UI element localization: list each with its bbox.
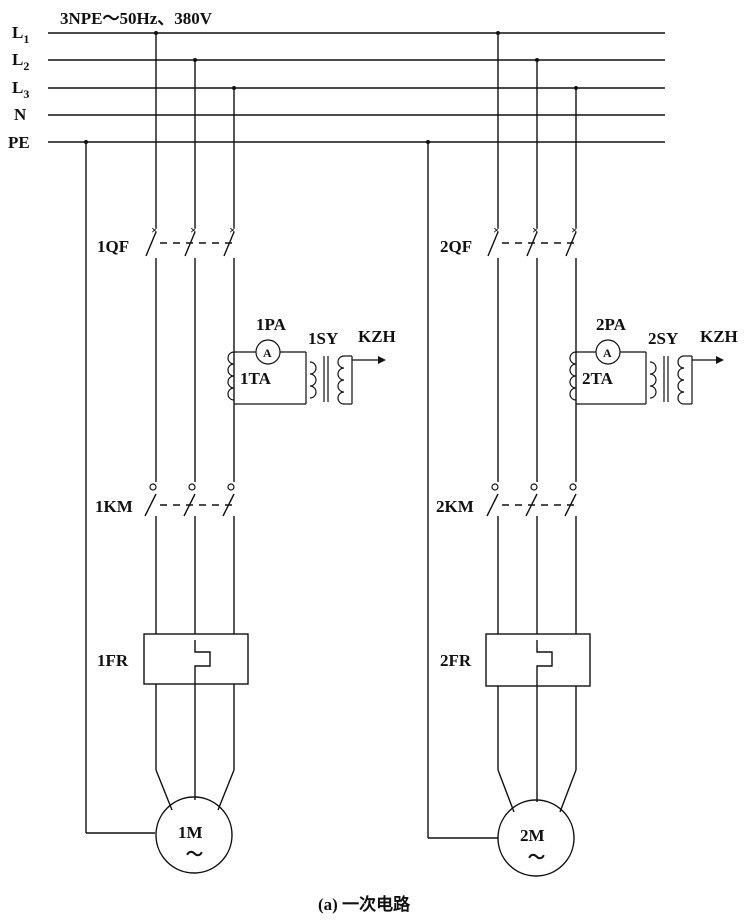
ammeter-label: 2PA [596,315,627,334]
contactor-label: 1KM [95,497,133,516]
thermal-relay-label: 2FR [440,651,472,670]
breaker-label: 1QF [97,237,129,256]
breaker-1qf: × × × 1QF [97,223,236,257]
figure-caption: (a) 一次电路 [318,894,411,914]
thermal-relay-label: 1FR [97,651,129,670]
ct-label: 1TA [240,369,272,388]
signal-coil-primary [649,361,657,399]
svg-text:A: A [603,346,612,360]
contactor-1km: 1KM [95,483,235,517]
svg-text:×: × [151,223,158,237]
line-label-l3: L3 [12,78,29,101]
arrow-icon [378,356,386,364]
line-label-n: N [14,105,27,124]
motor-2m: 2M ～ [497,799,575,877]
signal-unit-label: 2SY [648,329,678,348]
breaker-label: 2QF [440,237,472,256]
motor-1m: 1M ～ [155,796,233,874]
arrow-icon [716,356,724,364]
svg-text:×: × [229,223,236,237]
signal-output-label: KZH [700,327,738,346]
svg-text:×: × [571,223,578,237]
svg-text:A: A [263,346,272,360]
ct-label: 2TA [582,369,614,388]
thermal-relay-1fr: 1FR [97,633,249,685]
signal-coil-secondary [677,355,685,405]
signal-unit-label: 1SY [308,329,338,348]
svg-text:×: × [190,223,197,237]
signal-coil-primary [309,361,317,399]
supply-label: 3NPE～50Hz、380V [60,9,213,28]
motor-label: 2M [520,826,545,845]
motor-label: 1M [178,823,203,842]
metering-2: A 2PA 2TA 2SY KZH [569,315,738,405]
motor-ac-symbol: ～ [186,845,203,864]
motor-ac-symbol: ～ [528,848,545,867]
signal-coil-secondary [337,355,345,405]
contactor-label: 2KM [436,497,474,516]
signal-output-label: KZH [358,327,396,346]
line-label-pe: PE [8,133,30,152]
circuit-1: × × × 1QF A [84,31,396,874]
circuit-2: × × × 2QF A [426,31,738,877]
breaker-2qf: × × × 2QF [440,223,578,257]
current-transformer-coil [227,351,235,401]
contactor-2km: 2KM [436,483,577,517]
metering-1: A 1PA 1TA 1SY KZH [227,315,396,405]
line-label-l1: L1 [12,23,29,46]
busbar-group: 3NPE～50Hz、380V L1 L2 L3 N PE [8,9,665,152]
current-transformer-coil [569,351,577,401]
svg-text:×: × [532,223,539,237]
svg-text:×: × [493,223,500,237]
thermal-relay-2fr: 2FR [440,633,591,687]
line-label-l2: L2 [12,50,29,73]
ammeter-label: 1PA [256,315,287,334]
